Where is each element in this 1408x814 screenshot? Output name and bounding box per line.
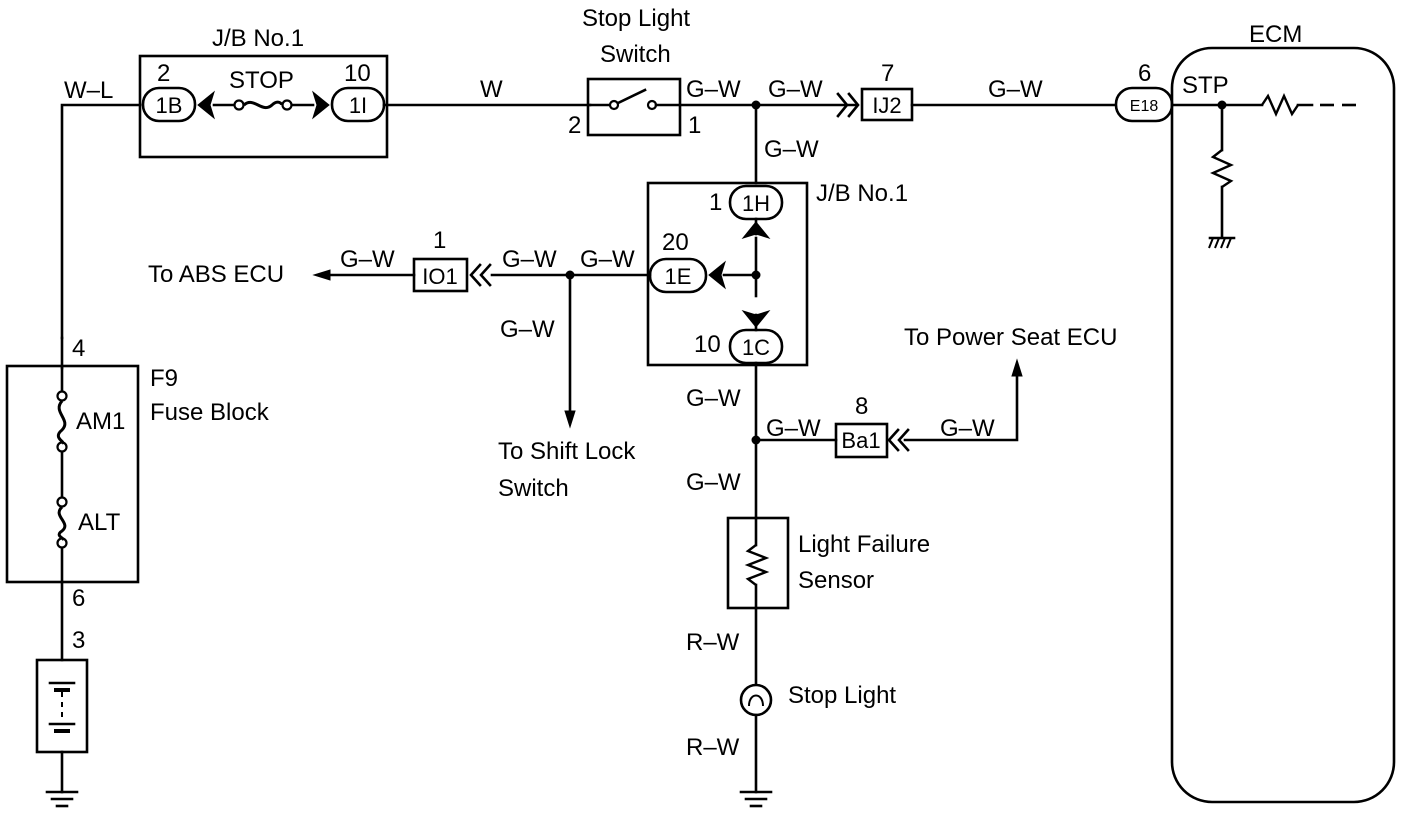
wire-gw-1e-left-label: G–W bbox=[580, 246, 635, 273]
ecm-terminal-label: STP bbox=[1182, 72, 1229, 99]
wire-gw-abs bbox=[312, 257, 652, 429]
junction-block-top bbox=[138, 54, 389, 159]
light-failure-sensor-icon bbox=[726, 516, 790, 610]
ecm-label: ECM bbox=[1249, 21, 1302, 48]
to-shift-lock-line2: Switch bbox=[498, 475, 569, 502]
sensor-label-line1: Light Failure bbox=[798, 531, 930, 558]
connector-1i-label: 1I bbox=[349, 93, 367, 118]
fuse-block-f9 bbox=[5, 364, 140, 584]
wire-gw-to-sensor-label: G–W bbox=[686, 469, 741, 496]
sensor-label-line2: Sensor bbox=[798, 567, 874, 594]
wire-gw-sw-out-label: G–W bbox=[686, 76, 741, 103]
pin-ba1: 8 bbox=[855, 393, 868, 420]
ground-battery-icon bbox=[45, 790, 79, 808]
wire-gw-power-seat-label: G–W bbox=[940, 415, 995, 442]
connector-io1-label: IO1 bbox=[422, 264, 457, 289]
wire-gw-to-ba1-label: G–W bbox=[766, 415, 821, 442]
connector-1c-label: 1C bbox=[742, 335, 770, 360]
fuse-alt-icon bbox=[56, 496, 68, 549]
to-shift-lock-line1: To Shift Lock bbox=[498, 438, 636, 465]
fuse-am1-label: AM1 bbox=[76, 408, 125, 435]
connector-ij2-label: IJ2 bbox=[872, 93, 901, 118]
wire-gw-ij2-e18-label: G–W bbox=[988, 76, 1043, 103]
pin-f9-top: 4 bbox=[72, 335, 85, 362]
pin-io1: 1 bbox=[433, 227, 446, 254]
connector-1b-label: 1B bbox=[156, 93, 183, 118]
jb1-top-label: J/B No.1 bbox=[212, 25, 304, 52]
pin-f9-bottom: 6 bbox=[72, 585, 85, 612]
wire-wl-label: W–L bbox=[64, 77, 113, 104]
jb1-mid-label: J/B No.1 bbox=[816, 180, 908, 207]
battery-icon bbox=[35, 658, 89, 754]
wire-gw-shift-label: G–W bbox=[500, 316, 555, 343]
fuse-block-name: Fuse Block bbox=[150, 399, 270, 426]
wire-gw-io1-right-label: G–W bbox=[502, 246, 557, 273]
wire-rw-1-label: R–W bbox=[686, 629, 740, 656]
pin-1i: 10 bbox=[344, 60, 371, 87]
ground-stop-light-icon bbox=[739, 790, 773, 808]
to-abs-ecu-label: To ABS ECU bbox=[148, 261, 284, 288]
pin-switch-out: 1 bbox=[688, 112, 701, 139]
pin-1b: 2 bbox=[157, 60, 170, 87]
connector-1e-label: 1E bbox=[665, 264, 692, 289]
stop-light-label: Stop Light bbox=[788, 682, 896, 709]
connector-e18-label: E18 bbox=[1130, 98, 1159, 115]
ecm-block bbox=[1170, 46, 1396, 804]
stop-light-switch-icon bbox=[586, 77, 682, 137]
fuse-stop-label: STOP bbox=[229, 67, 294, 94]
left-feed-wiring bbox=[60, 103, 142, 794]
pin-e18: 6 bbox=[1138, 60, 1151, 87]
switch-label-line2: Switch bbox=[600, 41, 671, 68]
wire-gw-top bbox=[678, 92, 860, 185]
wire-gw-lower bbox=[751, 358, 1023, 520]
fuse-stop-icon bbox=[212, 99, 315, 111]
fuse-block-id: F9 bbox=[150, 365, 178, 392]
ecm-ground-icon bbox=[1208, 236, 1236, 249]
fuse-am1-icon bbox=[56, 390, 68, 453]
pin-battery: 3 bbox=[72, 627, 85, 654]
wire-w-label: W bbox=[480, 76, 503, 103]
wire-gw-to-ij2-label: G–W bbox=[768, 76, 823, 103]
pin-1h: 1 bbox=[709, 189, 722, 216]
switch-label-line1: Stop Light bbox=[582, 5, 690, 32]
connector-ba1 bbox=[834, 422, 889, 459]
wire-gw-to-abs-label: G–W bbox=[340, 246, 395, 273]
wire-gw-1c-down-label: G–W bbox=[686, 385, 741, 412]
wire-rw-2-label: R–W bbox=[686, 734, 740, 761]
pin-1c: 10 bbox=[694, 331, 721, 358]
connector-1h-label: 1H bbox=[742, 191, 770, 216]
stop-light-bulb-icon bbox=[739, 683, 773, 717]
pin-ij2: 7 bbox=[881, 60, 894, 87]
fuse-alt-label: ALT bbox=[78, 509, 121, 536]
pin-1e: 20 bbox=[662, 229, 689, 256]
wire-gw-down-label: G–W bbox=[764, 136, 819, 163]
to-power-seat-ecu-label: To Power Seat ECU bbox=[904, 324, 1117, 351]
pin-switch-in: 2 bbox=[568, 112, 581, 139]
connector-ba1-label: Ba1 bbox=[841, 428, 880, 453]
